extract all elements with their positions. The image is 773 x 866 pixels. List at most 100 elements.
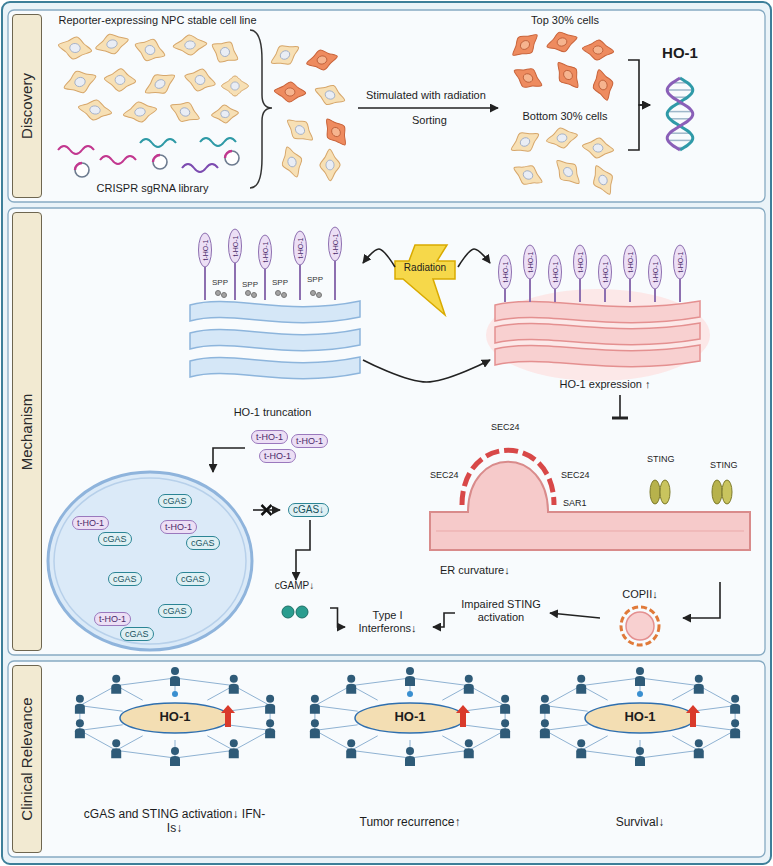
person-body: [265, 728, 275, 738]
protease-label: SPP: [272, 278, 288, 287]
process-arrow: [358, 107, 498, 109]
cell: [172, 33, 207, 56]
increase-arrow: [456, 705, 470, 727]
cell-body: [550, 56, 585, 93]
protein-pill: cGAS: [98, 532, 132, 546]
network-link: [227, 725, 270, 731]
cell: [281, 112, 318, 147]
person-body: [229, 748, 239, 758]
section-panel: Reporter-expressing NPC stable cell line…: [8, 10, 765, 202]
cell-nucleus: [562, 69, 574, 82]
cell: [506, 125, 543, 158]
network-link: [545, 730, 581, 750]
protein: [524, 245, 537, 279]
network-link: [234, 730, 270, 750]
cell: [509, 159, 546, 191]
person-head: [501, 695, 509, 703]
outcome-box: Impaired STING activation: [455, 596, 550, 630]
radiation-bolt: [395, 245, 455, 315]
person-head: [171, 747, 179, 755]
plasmid: [75, 163, 89, 177]
network-link: [315, 686, 351, 706]
cell: [131, 34, 168, 66]
protein-anchor: [334, 261, 336, 300]
er-sheet: [190, 357, 360, 379]
cell-body: [550, 154, 586, 191]
er-sheet: [495, 301, 700, 323]
cell-nucleus: [294, 124, 307, 136]
cell: [278, 144, 307, 180]
cell-nucleus: [89, 105, 101, 115]
cell-nucleus: [106, 39, 118, 50]
cell-body: [507, 27, 544, 63]
person-head: [230, 739, 238, 747]
protease-label: SPP: [242, 280, 258, 289]
cell: [207, 35, 243, 69]
er-sheet: [190, 301, 360, 323]
person-body: [500, 704, 510, 714]
process-label: HO-1 expression ↑: [540, 378, 670, 391]
cohort-network: HO-1cGAS and STING activation↓ IFN-Is↓: [50, 668, 303, 852]
person-body: [730, 728, 740, 738]
protein: [499, 255, 512, 289]
dna-rung: [668, 140, 693, 142]
arrow-connector: [330, 608, 345, 627]
library-label: CRISPR sgRNA library: [55, 182, 250, 195]
person-head: [266, 719, 274, 727]
cell-nucleus: [221, 110, 230, 118]
cell-nucleus: [285, 88, 295, 97]
protein-label: SAR1: [563, 498, 587, 508]
spp-dot: [222, 293, 227, 298]
person-body: [346, 684, 356, 694]
person-body: [310, 728, 320, 738]
spp-dot: [311, 291, 316, 296]
protein-label: t-HO-1: [297, 238, 304, 259]
outcome-label: Type I Interferons↓: [345, 609, 430, 634]
cell-nucleus: [134, 107, 146, 117]
nucleus-compartment: t-HO-1cGAScGASt-HO-1cGAScGAScGAScGASt-HO…: [48, 472, 253, 650]
cell-body: [103, 67, 136, 92]
network-link: [80, 730, 116, 750]
cell-nucleus: [598, 79, 608, 91]
protein-label: STING: [647, 454, 675, 464]
person-body: [730, 704, 740, 714]
cell-body: [57, 34, 94, 62]
cell-nucleus: [153, 78, 166, 90]
person-head: [695, 739, 703, 747]
er-compartment: HO-1 truncation: [185, 230, 363, 422]
copii-vesicle-group: COPII↓: [600, 588, 683, 648]
cell: [77, 97, 114, 123]
cell: [122, 99, 159, 125]
protein-pill: cGAS: [158, 604, 192, 618]
protein-label: t-HO-1: [652, 262, 659, 283]
protein-pill: cGAS: [120, 627, 154, 641]
network-link: [315, 725, 358, 731]
protein-pill: cGAS↓: [288, 503, 329, 517]
copii-vesicle: [626, 612, 654, 640]
dna-strand: [667, 78, 693, 150]
person-head: [347, 675, 355, 683]
cell: [304, 47, 339, 74]
network-link: [640, 678, 699, 686]
protein-label: t-HO-1: [527, 252, 534, 273]
clinical-outcome: Survival↓: [530, 816, 750, 830]
protein: [259, 235, 272, 269]
cell: [544, 28, 580, 56]
cell-group: Reporter-expressing NPC stable cell line: [45, 12, 273, 124]
protein-anchor: [679, 279, 681, 302]
cohort-network: HO-1Survival↓: [530, 668, 753, 852]
inhibition-connector: [619, 395, 621, 418]
person-body: [540, 704, 550, 714]
cell: [509, 62, 546, 95]
network-link: [699, 730, 735, 750]
cell: [182, 65, 218, 95]
cell-nucleus: [179, 106, 191, 117]
network-link: [227, 706, 270, 712]
cell-body: [589, 67, 617, 103]
cell-body: [320, 149, 341, 181]
person-head: [311, 695, 319, 703]
cell-nucleus: [519, 136, 532, 148]
person-head: [112, 675, 120, 683]
cell: [93, 30, 131, 58]
